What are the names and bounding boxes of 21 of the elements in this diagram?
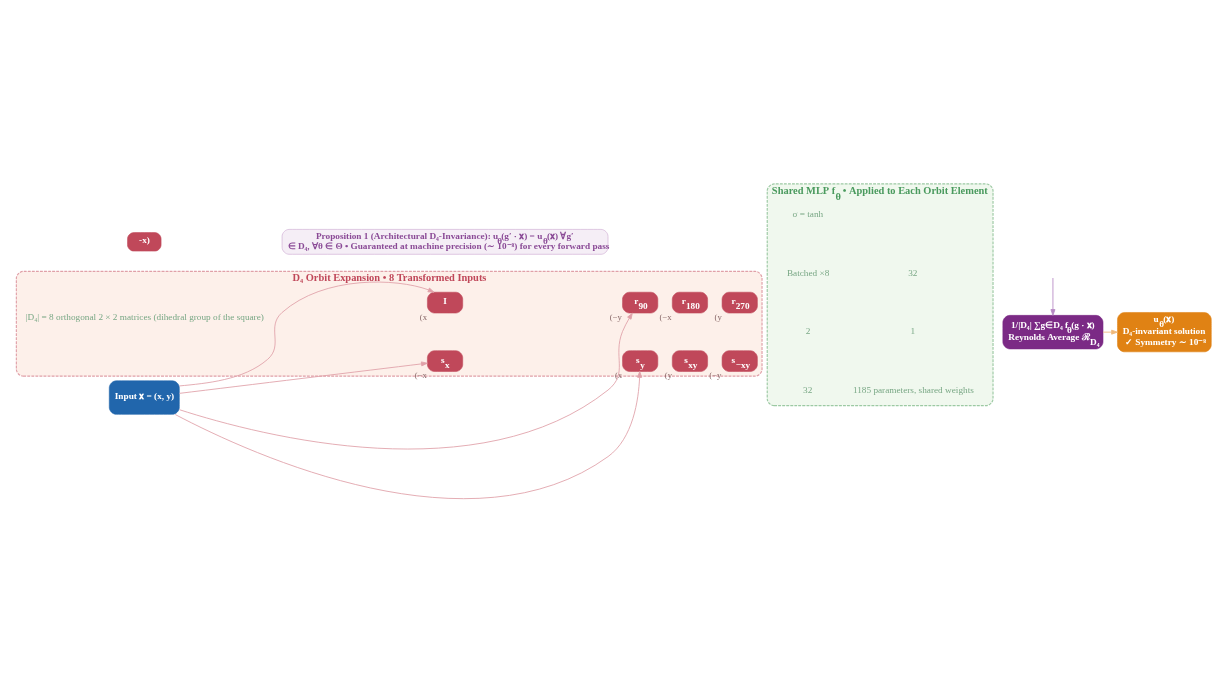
- node-label: (x: [419, 312, 428, 322]
- arrow: [178, 281, 435, 387]
- node-label: (−y: [609, 312, 622, 322]
- arrow: [1050, 277, 1056, 316]
- label: 1185 parameters, shared weights: [852, 384, 974, 395]
- arrow: [1102, 329, 1118, 335]
- label: Batched ×8: [786, 267, 830, 278]
- arrow: [174, 371, 643, 499]
- node-label: (−x: [659, 312, 672, 322]
- node-box: Input 𝐱 = (x, y): [109, 380, 180, 415]
- label: 32: [908, 267, 918, 278]
- label: σ = tanh: [792, 209, 824, 220]
- label: 1: [910, 326, 916, 337]
- arrow: [178, 361, 428, 394]
- node-label: (y: [714, 312, 722, 322]
- label: |D₄| = 8 orthogonal 2 × 2 matrices (dihedral group of the square): [25, 311, 264, 322]
- node-box: -x): [127, 232, 162, 252]
- node-box: I: [427, 291, 463, 314]
- label: 32: [803, 384, 813, 395]
- arrow: [179, 312, 633, 450]
- label: 2: [805, 326, 811, 337]
